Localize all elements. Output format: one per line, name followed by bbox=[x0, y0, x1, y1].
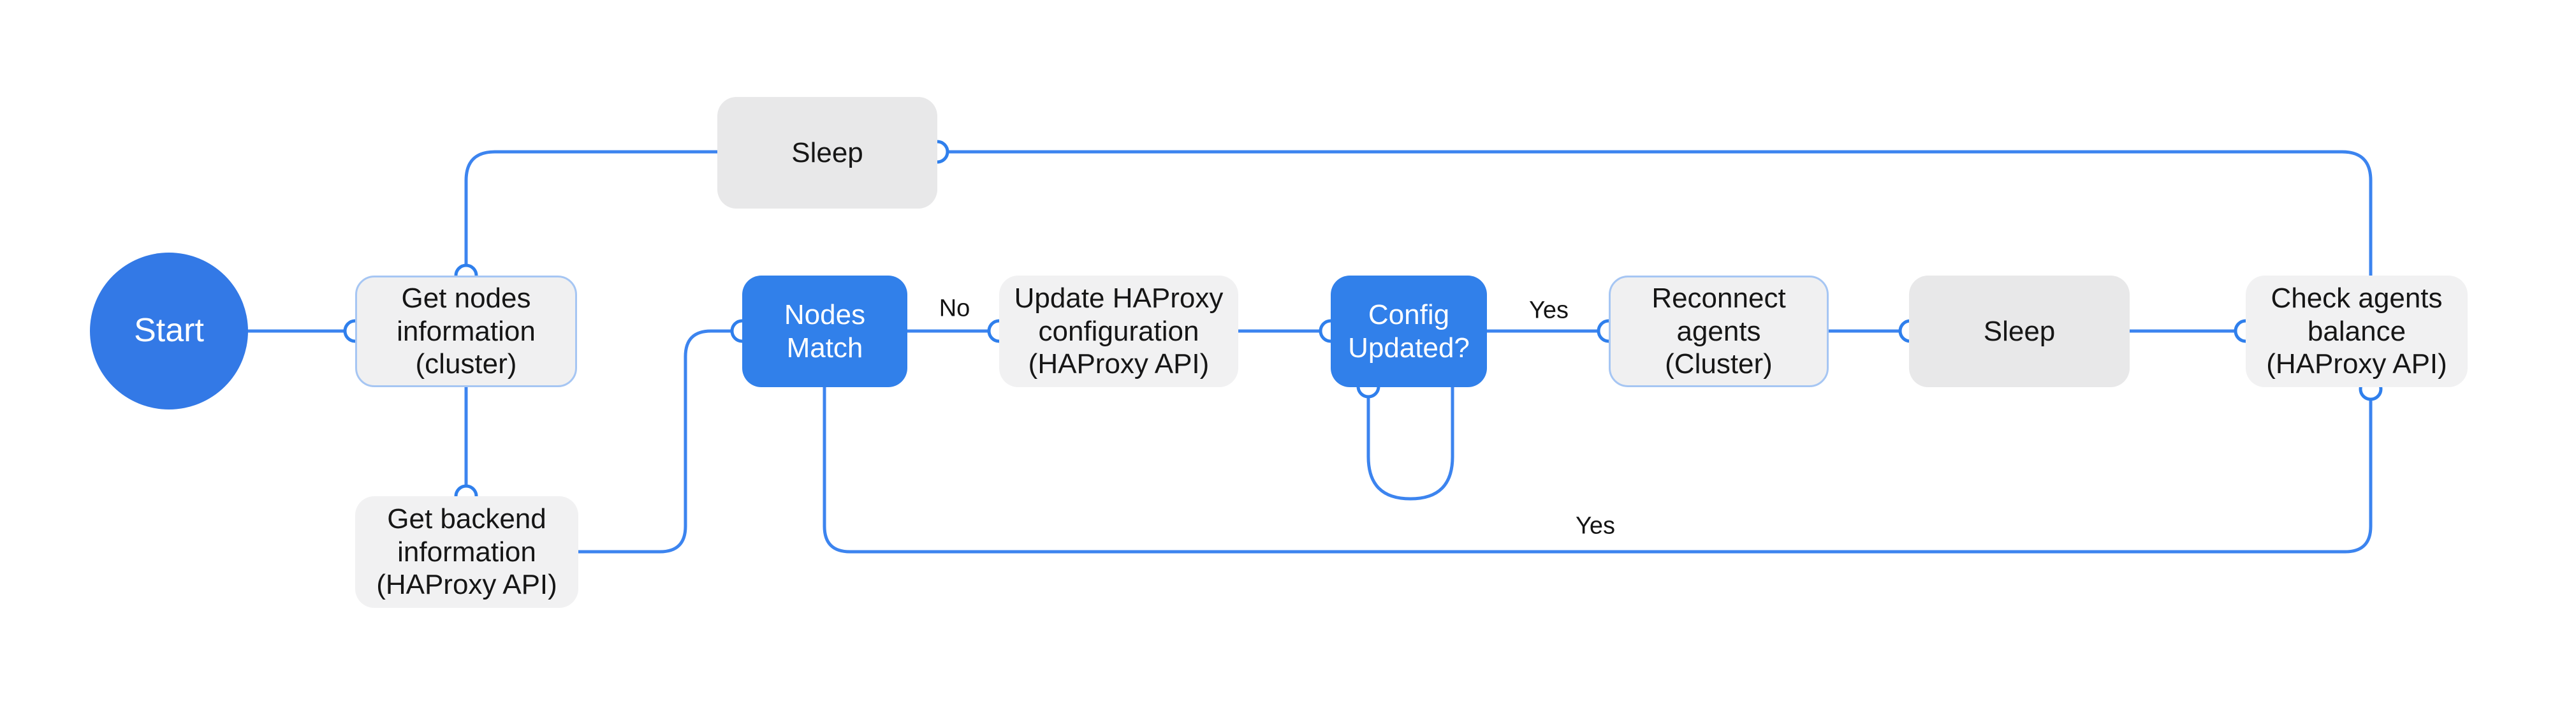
edge-label-no: No bbox=[939, 295, 970, 322]
node-update-haproxy-configuration[interactable]: Update HAProxy configuration (HAProxy AP… bbox=[999, 276, 1238, 387]
node-get-backend-information[interactable]: Get backend information (HAProxy API) bbox=[355, 496, 578, 608]
node-nodes-match[interactable]: Nodes Match bbox=[742, 276, 907, 387]
node-get-nodes-information[interactable]: Get nodes information (cluster) bbox=[355, 276, 577, 387]
node-start[interactable]: Start bbox=[90, 253, 248, 409]
node-config-updated[interactable]: Config Updated? bbox=[1331, 276, 1487, 387]
edge-nodes-match-yes-to-check-balance bbox=[823, 387, 2373, 554]
edge-label-yes-bottom: Yes bbox=[1576, 512, 1615, 540]
edge-get-backend-to-nodes-match bbox=[578, 329, 742, 554]
node-sleep-right[interactable]: Sleep bbox=[1909, 276, 2130, 387]
edge-sleep-top-to-check-balance-top bbox=[937, 150, 2373, 276]
node-check-agents-balance[interactable]: Check agents balance (HAProxy API) bbox=[2246, 276, 2468, 387]
edge-get-nodes-to-sleep-top bbox=[464, 150, 717, 276]
edge-label-yes-top: Yes bbox=[1529, 297, 1569, 324]
edge-config-updated-self-loop bbox=[1366, 387, 1454, 501]
node-reconnect-agents[interactable]: Reconnect agents (Cluster) bbox=[1609, 276, 1829, 387]
node-sleep-top[interactable]: Sleep bbox=[717, 97, 937, 209]
